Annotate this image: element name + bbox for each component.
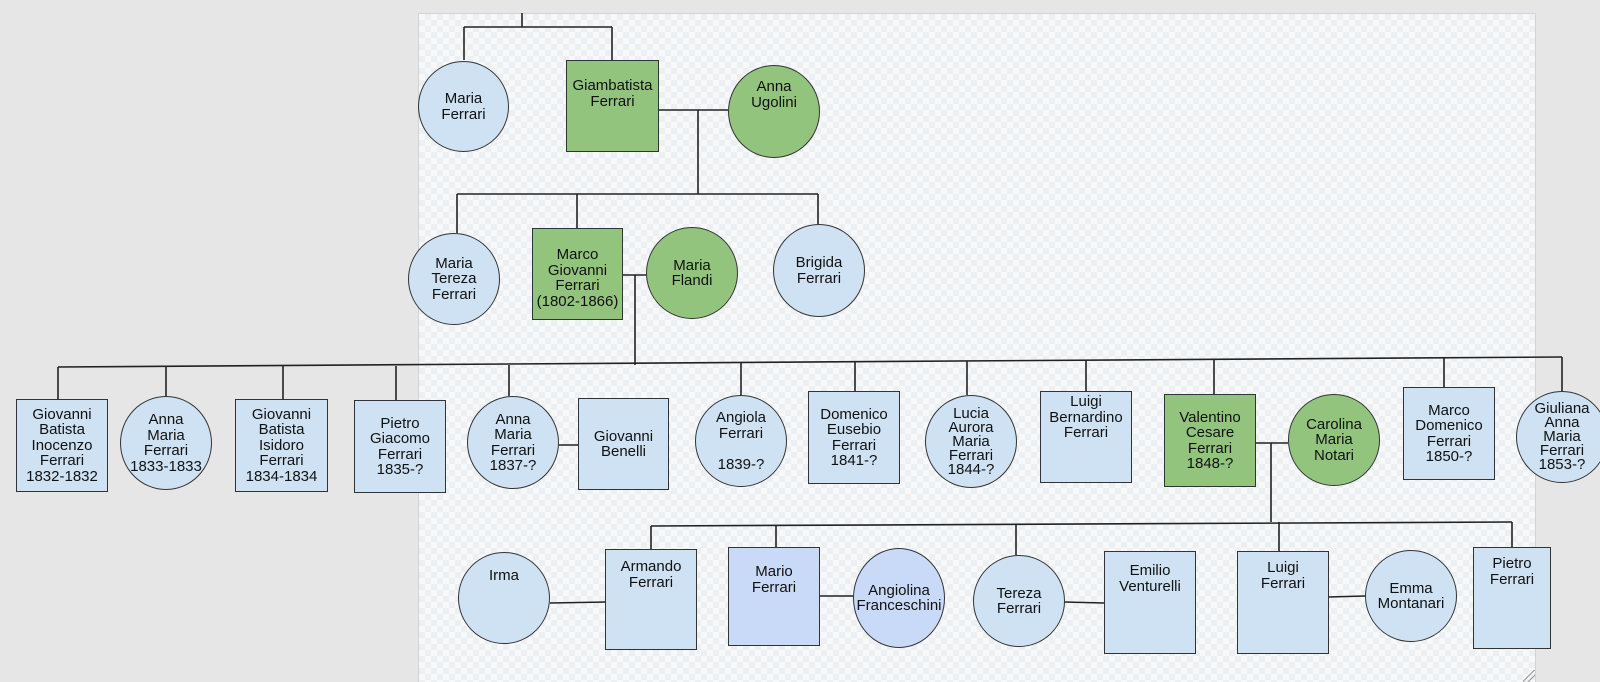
person-luigi-ferrari[interactable]: Luigi Ferrari (1237, 551, 1329, 654)
person-giambatista-ferrari[interactable]: Giambatista Ferrari (566, 60, 659, 152)
person-anna-ugolini[interactable]: Anna Ugolini (728, 65, 820, 158)
person-giuliana-anna-maria-ferrari[interactable]: Giuliana Anna Maria Ferrari 1853-? (1516, 391, 1600, 483)
person-angiola-ferrari[interactable]: Angiola Ferrari 1839-? (695, 395, 787, 487)
person-giovanni-benelli[interactable]: Giovanni Benelli (578, 398, 669, 490)
person-angiolina-franceschini[interactable]: Angiolina Franceschini (853, 548, 945, 648)
person-pietro-giacomo-ferrari[interactable]: Pietro Giacomo Ferrari 1835-? (354, 400, 446, 493)
person-emilio-venturelli[interactable]: Emilio Venturelli (1104, 551, 1196, 654)
person-domenico-eusebio-ferrari[interactable]: Domenico Eusebio Ferrari 1841-? (808, 391, 900, 484)
person-giovanni-batista-isidoro-ferrari[interactable]: Giovanni Batista Isidoro Ferrari 1834-18… (235, 399, 328, 492)
person-maria-ferrari[interactable]: Maria Ferrari (418, 61, 509, 152)
person-valentino-cesare-ferrari[interactable]: Valentino Cesare Ferrari 1848-? (1164, 394, 1256, 487)
person-lucia-aurora-maria-ferrari[interactable]: Lucia Aurora Maria Ferrari 1844-? (925, 395, 1017, 488)
person-anna-maria-ferrari-1837[interactable]: Anna Maria Ferrari 1837-? (467, 396, 559, 489)
person-irma[interactable]: Irma (458, 552, 550, 644)
person-armando-ferrari[interactable]: Armando Ferrari (605, 549, 697, 650)
person-giovanni-batista-inocenzo-ferrari[interactable]: Giovanni Batista Inocenzo Ferrari 1832-1… (16, 399, 108, 492)
person-marco-domenico-ferrari[interactable]: Marco Domenico Ferrari 1850-? (1403, 387, 1495, 480)
person-anna-maria-ferrari-1833[interactable]: Anna Maria Ferrari 1833-1833 (120, 396, 212, 490)
person-brigida-ferrari[interactable]: Brigida Ferrari (773, 224, 865, 317)
person-maria-tereza-ferrari[interactable]: Maria Tereza Ferrari (408, 233, 500, 325)
person-pietro-ferrari[interactable]: Pietro Ferrari (1473, 547, 1551, 649)
person-mario-ferrari[interactable]: Mario Ferrari (728, 547, 820, 646)
person-luigi-bernardino-ferrari[interactable]: Luigi Bernardino Ferrari (1040, 391, 1132, 483)
person-emma-montanari[interactable]: Emma Montanari (1365, 550, 1457, 642)
person-carolina-maria-notari[interactable]: Carolina Maria Notari (1288, 394, 1380, 486)
person-marco-giovanni-ferrari[interactable]: Marco Giovanni Ferrari (1802-1866) (532, 228, 623, 320)
person-tereza-ferrari[interactable]: Tereza Ferrari (973, 555, 1065, 647)
resize-handle-icon[interactable] (1523, 670, 1535, 682)
person-maria-flandi[interactable]: Maria Flandi (646, 227, 738, 319)
